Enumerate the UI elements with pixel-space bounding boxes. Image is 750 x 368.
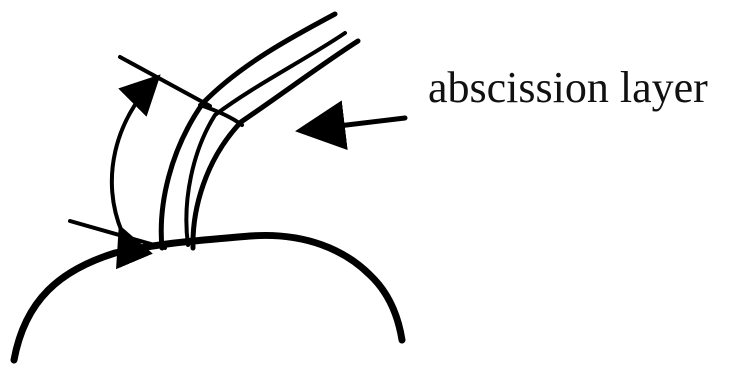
abscission-layer-label: abscission layer bbox=[428, 63, 708, 112]
angle-reference-line-upper bbox=[120, 57, 210, 106]
angle-arc bbox=[112, 80, 155, 232]
stem-right-line bbox=[193, 41, 358, 248]
abscission-layer-line bbox=[200, 105, 242, 125]
pointer-arrow bbox=[305, 118, 405, 130]
fruit-outline bbox=[14, 235, 402, 360]
